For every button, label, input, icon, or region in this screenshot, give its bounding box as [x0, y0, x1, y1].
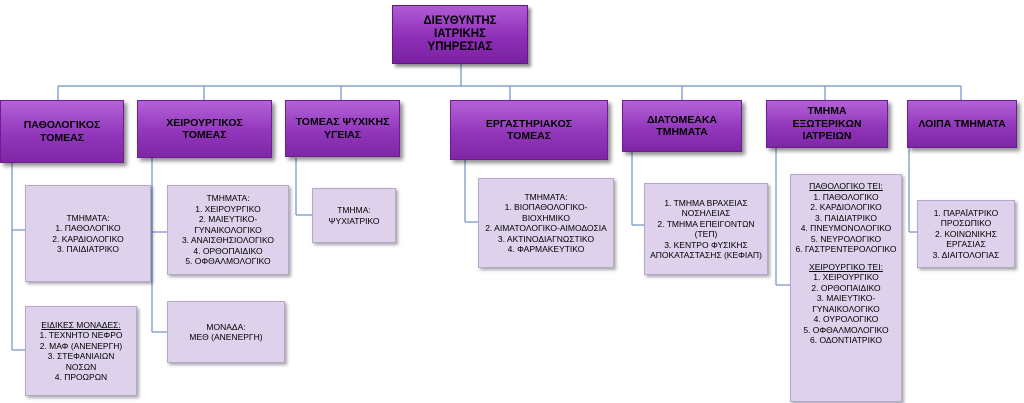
dept-diatomeaka: ΔΙΑΤΟΜΕΑΚΑ ΤΜΗΜΑΤΑ [622, 100, 742, 152]
dept-loipa: ΛΟΙΠΑ ΤΜΗΜΑΤΑ [907, 100, 1017, 148]
erg-tmimata-title: ΤΜΗΜΑΤΑ: [524, 191, 568, 202]
director-line-2: ΙΑΤΡΙΚΗΣ [434, 28, 486, 40]
xeir-tmimata-title: ΤΜΗΜΑΤΑ: [206, 193, 250, 204]
list-item: 4. ΠΡΟΩΡΩΝ [54, 372, 108, 382]
path-monades-title: ΕΙΔΙΚΕΣ ΜΟΝΑΔΕΣ: [41, 319, 121, 330]
path-monades-box: ΕΙΔΙΚΕΣ ΜΟΝΑΔΕΣ: 1. ΤΕΧΝΗΤΟ ΝΕΦΡΟ 2. ΜΑΦ… [25, 306, 137, 396]
dept-loipa-line-1: ΛΟΙΠΑ ΤΜΗΜΑΤΑ [918, 117, 1006, 130]
dept-psyxikis-line-2: ΥΓΕΙΑΣ [323, 128, 362, 141]
list-item: 3. ΠΑΙΔΙΑΤΡΙΚΟ [57, 244, 119, 254]
dept-xeirourgikos-line-1: ΧΕΙΡΟΥΡΓΙΚΟΣ [166, 116, 243, 129]
list-item: 4. ΟΡΘΟΠΑΙΔΙΚΟ [193, 245, 263, 256]
psy-tmima-box: ΤΜΗΜΑ: ΨΥΧΙΑΤΡΙΚΟ [312, 188, 396, 243]
loipa-tmimata-box: 1. ΠΑΡΑΪΑΤΡΙΚΟ ΠΡΟΣΩΠΙΚΟ 2. ΚΟΙΝΩΝΙΚΗΣ Ε… [917, 200, 1015, 268]
list-item: 4. ΟΥΡΟΛΟΓΙΚΟ [813, 314, 879, 324]
list-item: 4. ΦΑΡΜΑΚΕΥΤΙΚΟ [507, 244, 585, 254]
list-item: 5. ΝΕΥΡΟΛΟΓΙΚΟ [810, 233, 882, 244]
dept-eksoterikon: ΤΜΗΜΑ ΕΞΩΤΕΡΙΚΩΝ ΙΑΤΡΕΙΩΝ [766, 100, 888, 148]
list-item: 1. ΠΑΡΑΪΑΤΡΙΚΟ [933, 207, 999, 218]
list-item: 2. ΜΑΙΕΥΤΙΚΟ- [198, 214, 258, 225]
list-item: ΝΟΣΩΝ [65, 361, 97, 372]
path-tmimata-title: ΤΜΗΜΑΤΑ: [66, 212, 110, 223]
list-item: 2. ΤΜΗΜΑ ΕΠΕΙΓΟΝΤΩΝ [657, 218, 755, 229]
path-tmimata-box: ΤΜΗΜΑΤΑ: 1. ΠΑΘΟΛΟΓΙΚΟ 2. ΚΑΡΔΙΟΛΟΓΙΚΟ 3… [25, 185, 151, 282]
list-item: 1. ΧΕΙΡΟΥΡΓΙΚΟ [813, 272, 879, 282]
list-item: 2. ΜΑΦ (ΑΝΕΝΕΡΓΗ) [39, 340, 123, 351]
list-item: 1. ΒΙΟΠΑΘΟΛΟΓΙΚΟ- [504, 202, 588, 212]
list-item: ΕΡΓΑΣΙΑΣ [946, 239, 986, 250]
xeir-tmimata-box: ΤΜΗΜΑΤΑ: 1. ΧΕΙΡΟΥΡΓΙΚΟ 2. ΜΑΙΕΥΤΙΚΟ- ΓΥ… [167, 185, 289, 275]
dept-psyxikis-line-1: ΤΟΜΕΑΣ ΨΥΧΙΚΗΣ [295, 116, 390, 128]
dept-pathologikos-line-2: ΤΟΜΕΑΣ [39, 131, 85, 144]
list-item: 1. ΤΜΗΜΑ ΒΡΑΧΕΙΑΣ [664, 197, 748, 208]
list-item: 6. ΟΔΟΝΤΙΑΤΡΙΚΟ [810, 335, 882, 345]
psy-tmima-title: ΤΜΗΜΑ: [337, 205, 371, 215]
list-item: 3. ΑΚΤΙΝΟΔΙΑΓΝΩΣΤΙΚΟ [497, 233, 595, 244]
dept-pathologikos-line-1: ΠΑΘΟΛΟΓΙΚΟΣ [23, 119, 101, 131]
dept-ergastiriakos-line-2: ΤΟΜΕΑΣ [506, 130, 552, 142]
list-item: ΠΡΟΣΩΠΙΚΟ [940, 218, 992, 229]
dept-xeirourgikos: ΧΕΙΡΟΥΡΓΙΚΟΣ ΤΟΜΕΑΣ [137, 100, 272, 158]
dept-ergastiriakos-line-1: ΕΡΓΑΣΤΗΡΙΑΚΟΣ [485, 117, 573, 130]
list-item: 5. ΟΦΘΑΛΜΟΛΟΓΙΚΟ [803, 324, 889, 335]
dept-diatomeaka-line-1: ΔΙΑΤΟΜΕΑΚΑ [646, 113, 718, 126]
list-item: ΨΥΧΙΑΤΡΙΚΟ [328, 215, 380, 226]
list-item: 1. ΠΑΘΟΛΟΓΙΚΟ [813, 191, 879, 202]
list-item: 3. ΑΝΑΙΣΘΗΣΙΟΛΟΓΙΚΟ [181, 235, 275, 246]
dept-eksoterikon-line-2: ΕΞΩΤΕΡΙΚΩΝ [792, 117, 862, 130]
list-item: 5. ΟΦΘΑΛΜΟΛΟΓΙΚΟ [185, 256, 271, 267]
dept-eksoterikon-line-1: ΤΜΗΜΑ [807, 105, 847, 118]
eks-tei-box: ΠΑΘΟΛΟΓΙΚΟ ΤΕΙ: 1. ΠΑΘΟΛΟΓΙΚΟ 2. ΚΑΡΔΙΟΛ… [790, 174, 902, 402]
list-item: ΓΥΝΑΙΚΟΛΟΓΙΚΟ [194, 224, 262, 235]
director-box: ΔΙΕΥΘΥΝΤΗΣ ΙΑΤΡΙΚΗΣ ΥΠΗΡΕΣΙΑΣ [392, 5, 528, 64]
list-item: 2. ΚΑΡΔΙΟΛΟΓΙΚΟ [52, 233, 124, 244]
list-item: 6. ΓΑΣΤΡΕΝΤΕΡΟΛΟΓΙΚΟ [795, 244, 897, 254]
list-item: (ΤΕΠ) [694, 229, 718, 239]
director-line-1: ΔΙΕΥΘΥΝΤΗΣ [423, 15, 497, 27]
list-item: 2. ΟΡΘΟΠΑΙΔΙΚΟ [811, 282, 881, 293]
eks-path-title: ΠΑΘΟΛΟΓΙΚΟ ΤΕΙ: [809, 181, 883, 191]
list-item: ΜΕΘ (ΑΝΕΝΕΡΓΗ) [189, 332, 263, 342]
list-item: 2. ΑΙΜΑΤΟΛΟΓΙΚΟ-ΑΙΜΟΔΟΣΙΑ [485, 223, 607, 233]
list-item: 3. ΚΕΝΤΡΟ ΦΥΣΙΚΗΣ [664, 239, 748, 250]
list-item: ΓΥΝΑΙΚΟΛΟΓΙΚΟ [812, 303, 880, 314]
eks-xeir-title: ΧΕΙΡΟΥΡΓΙΚΟ ΤΕΙ: [809, 261, 883, 272]
list-item: ΑΠΟΚΑΤΑΣΤΑΣΗΣ (ΚΕΦΙΑΠ) [650, 250, 762, 260]
xeir-monada-box: ΜΟΝΑΔΑ: ΜΕΘ (ΑΝΕΝΕΡΓΗ) [167, 301, 285, 363]
list-item: 2. ΚΑΡΔΙΟΛΟΓΙΚΟ [810, 202, 882, 212]
list-item: 1. ΠΑΘΟΛΟΓΙΚΟ [55, 223, 121, 233]
director-line-3: ΥΠΗΡΕΣΙΑΣ [427, 41, 493, 53]
dept-ergastiriakos: ΕΡΓΑΣΤΗΡΙΑΚΟΣ ΤΟΜΕΑΣ [450, 100, 608, 160]
list-item: 3. ΜΑΙΕΥΤΙΚΟ- [816, 293, 876, 303]
dept-xeirourgikos-line-2: ΤΟΜΕΑΣ [182, 129, 227, 141]
dept-diatomeaka-line-2: ΤΜΗΜΑΤΑ [656, 126, 708, 138]
list-item: ΒΙΟΧΗΜΙΚΟ [522, 212, 570, 223]
dept-pathologikos: ΠΑΘΟΛΟΓΙΚΟΣ ΤΟΜΕΑΣ [0, 100, 124, 163]
list-item: 3. ΔΙΑΙΤΟΛΟΓΙΑΣ [932, 249, 1000, 260]
list-item: ΝΟΣΗΛΕΙΑΣ [681, 208, 731, 218]
list-item: 4. ΠΝΕΥΜΟΝΟΛΟΓΙΚΟ [800, 223, 892, 233]
list-item: 3. ΠΑΙΔΙΑΤΡΙΚΟ [815, 212, 877, 223]
list-item: 1. ΤΕΧΝΗΤΟ ΝΕΦΡΟ [39, 330, 123, 340]
diat-tmimata-box: 1. ΤΜΗΜΑ ΒΡΑΧΕΙΑΣ ΝΟΣΗΛΕΙΑΣ 2. ΤΜΗΜΑ ΕΠΕ… [644, 183, 768, 275]
dept-psyxikis: ΤΟΜΕΑΣ ΨΥΧΙΚΗΣ ΥΓΕΙΑΣ [285, 100, 400, 157]
dept-eksoterikon-line-3: ΙΑΤΡΕΙΩΝ [802, 130, 852, 143]
list-item: 3. ΣΤΕΦΑΝΙΑΙΩΝ [47, 351, 115, 361]
xeir-monada-title: ΜΟΝΑΔΑ: [206, 321, 246, 332]
list-item: 1. ΧΕΙΡΟΥΡΓΙΚΟ [195, 203, 261, 214]
list-item: 2. ΚΟΙΝΩΝΙΚΗΣ [935, 228, 997, 239]
erg-tmimata-box: ΤΜΗΜΑΤΑ: 1. ΒΙΟΠΑΘΟΛΟΓΙΚΟ- ΒΙΟΧΗΜΙΚΟ 2. … [478, 178, 614, 268]
